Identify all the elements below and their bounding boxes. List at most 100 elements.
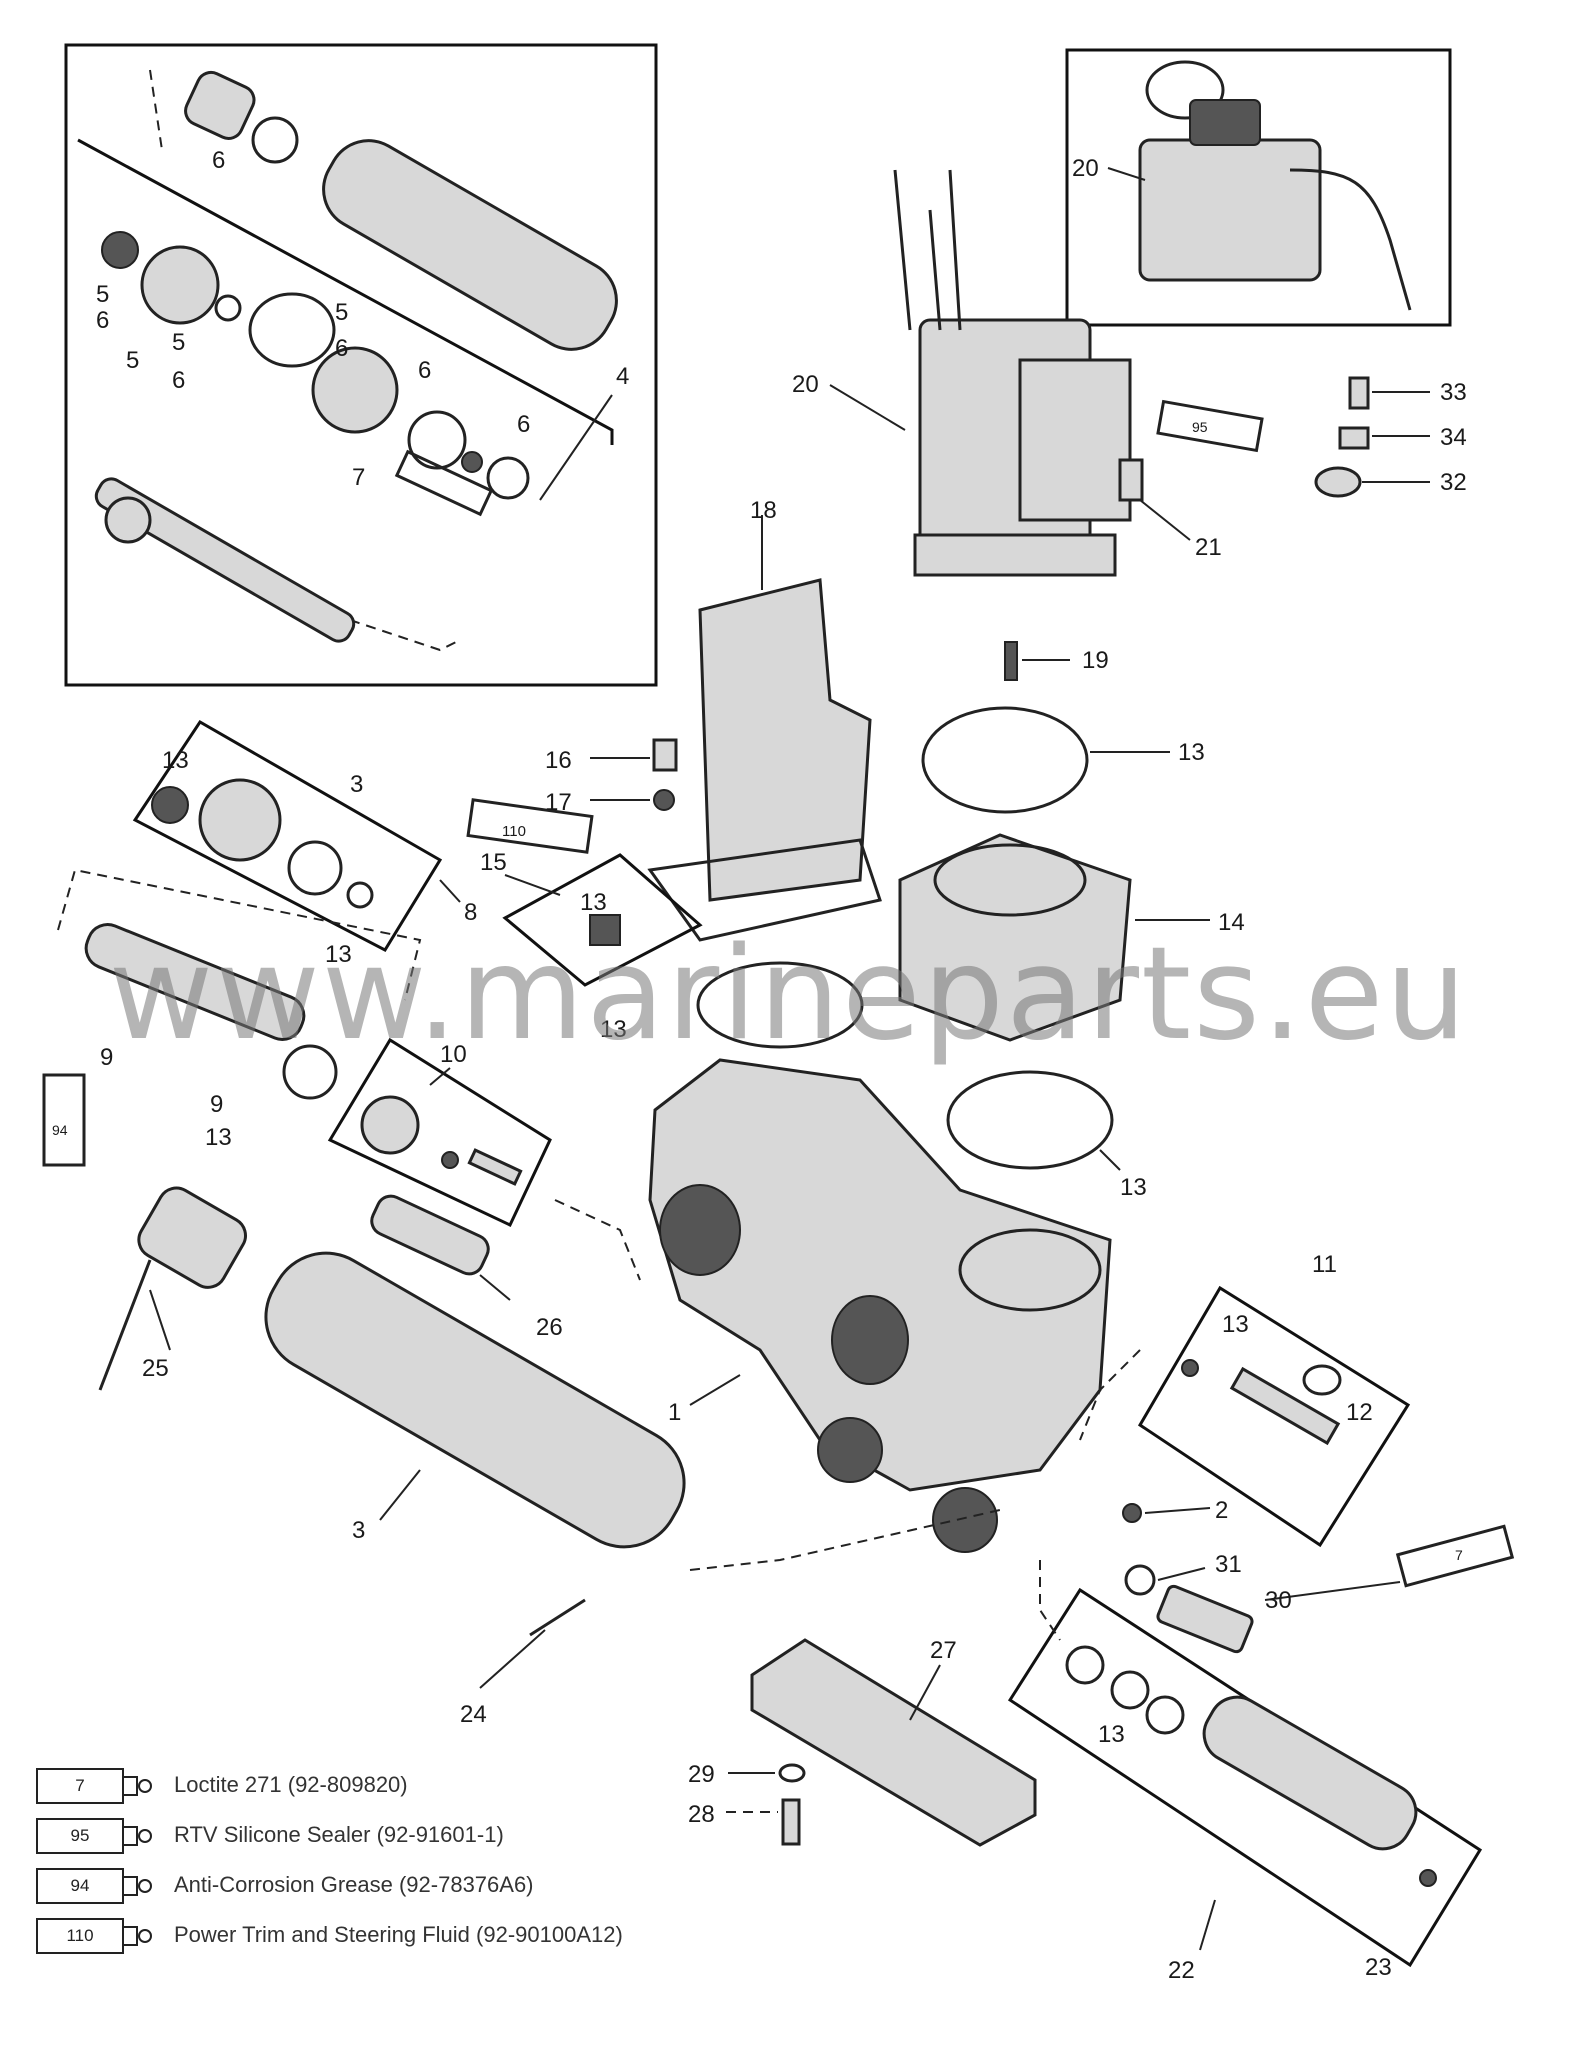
legend-text: Loctite 271 (92-809820) [174, 1772, 408, 1797]
legend-text: RTV Silicone Sealer (92-91601-1) [174, 1822, 504, 1847]
dash-9 [57, 868, 422, 1001]
motor-base [913, 533, 1117, 577]
callout-6: 6 [517, 411, 530, 438]
valve-assembly-22 [1007, 1560, 1483, 1968]
callout-13: 13 [325, 941, 352, 968]
seal-5a [101, 231, 139, 269]
screw-10 [467, 1148, 523, 1186]
spool-22 [1202, 1695, 1418, 1851]
callout-5: 5 [126, 347, 139, 374]
manifold-body [898, 833, 1132, 1042]
washer-29 [778, 1763, 806, 1783]
motor-side [1018, 358, 1132, 522]
callout-13: 13 [1098, 1721, 1125, 1748]
tube-7 [1395, 1524, 1515, 1588]
callout-13: 13 [162, 747, 189, 774]
callout-28: 28 [688, 1801, 715, 1828]
inset-frame [64, 43, 658, 687]
tube-110 [466, 798, 594, 854]
seal-13a [151, 786, 189, 824]
callout-15: 15 [480, 849, 507, 876]
tube-95-label: 95 [1192, 419, 1208, 435]
tube-95 [1156, 399, 1264, 453]
ball-23 [1419, 1869, 1437, 1887]
leader-20b [829, 384, 906, 431]
bolt-30 [1156, 1584, 1254, 1654]
valve-8 [198, 778, 282, 862]
motor-inset-ring [1145, 60, 1225, 120]
o-ring-6c [407, 410, 467, 470]
callout-7: 7 [352, 464, 365, 491]
tube-icon: 110 [36, 1918, 154, 1954]
shaft-9 [42, 868, 422, 1167]
motor-inset [1065, 48, 1452, 327]
leader-10 [429, 1067, 451, 1086]
legend-row: 110 Power Trim and Steering Fluid (92-90… [36, 1910, 623, 1960]
callout-30: 30 [1265, 1587, 1292, 1614]
sealant-legend: 7 Loctite 271 (92-809820) 95 RTV Silicon… [36, 1760, 623, 1960]
screw-21 [1118, 458, 1144, 502]
legend-row: 7 Loctite 271 (92-809820) [36, 1760, 623, 1810]
callout-31: 31 [1215, 1551, 1242, 1578]
valve-assembly-8 [132, 719, 461, 952]
leader-22 [1199, 1899, 1216, 1951]
o-ring-22a [1065, 1645, 1105, 1685]
callout-24: 24 [460, 1701, 487, 1728]
callout-20: 20 [792, 371, 819, 398]
tube-7-label: 7 [1455, 1547, 1463, 1563]
washer [486, 456, 530, 500]
o-ring-13-right [946, 1070, 1114, 1170]
port-left [659, 1184, 741, 1276]
callout-13: 13 [600, 1016, 627, 1043]
motor-inset-body [1138, 138, 1322, 282]
valve-10 [360, 1095, 420, 1155]
o-ring-9 [282, 1044, 338, 1100]
callout-17: 17 [545, 789, 572, 816]
legend-row: 94 Anti-Corrosion Grease (92-78376A6) [36, 1860, 623, 1910]
legend-code: 7 [36, 1768, 124, 1804]
pin-25 [98, 1259, 152, 1391]
callout-11: 11 [1312, 1251, 1337, 1278]
callout-10: 10 [440, 1041, 467, 1068]
leader-31 [1157, 1567, 1206, 1581]
valve-assembly-10 [327, 1037, 552, 1227]
pivot-bore-left [817, 1417, 883, 1483]
shaft-body [84, 923, 306, 1041]
leader-13f [1099, 1149, 1121, 1171]
inset-diagonal [77, 138, 614, 445]
callout-12: 12 [1346, 1399, 1373, 1426]
leader-30 [1264, 1581, 1401, 1601]
callout-1: 1 [668, 1399, 681, 1426]
fill-plug-parts [466, 738, 703, 987]
callout-6: 6 [172, 367, 185, 394]
legend-code: 94 [36, 1868, 124, 1904]
ball-11 [1181, 1359, 1199, 1377]
leader-20a [1107, 167, 1146, 181]
cylinder-body [264, 1251, 686, 1549]
tube-94 [42, 1073, 86, 1167]
box-11 [1137, 1285, 1411, 1548]
callout-34: 34 [1440, 424, 1467, 451]
end-cap [184, 70, 256, 140]
manifold-top [933, 843, 1087, 917]
screw-28 [781, 1798, 801, 1846]
trim-cylinder-inset [64, 43, 658, 687]
reservoir-body [698, 578, 872, 902]
callout-9: 9 [210, 1091, 223, 1118]
leader-27 [909, 1664, 941, 1721]
callout-14: 14 [1218, 909, 1245, 936]
inset-dash-2 [349, 619, 461, 652]
leader-1 [689, 1374, 741, 1406]
leader-24 [479, 1629, 546, 1689]
motor-inset-frame [1065, 48, 1452, 327]
seal-12 [1302, 1364, 1342, 1396]
o-ring-22c [1145, 1695, 1185, 1735]
callout-9: 9 [100, 1044, 113, 1071]
o-ring-13b [346, 881, 374, 909]
motor-wires [893, 169, 962, 331]
o-ring-5c [248, 292, 336, 368]
motor-inset-wires [1289, 168, 1412, 311]
callout-20: 20 [1072, 155, 1099, 182]
callout-13: 13 [1178, 739, 1205, 766]
